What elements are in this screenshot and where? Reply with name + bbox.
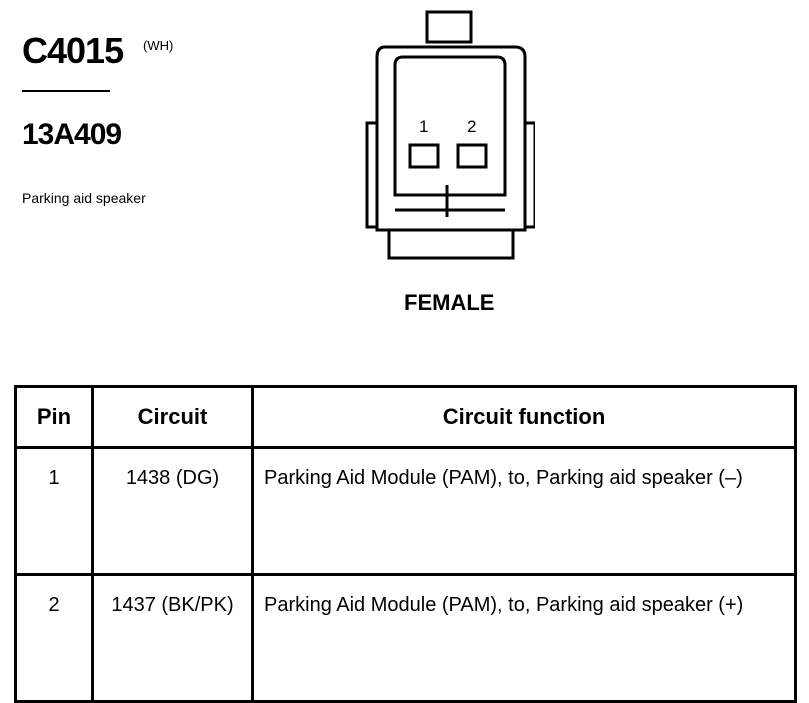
connector-gender-label: FEMALE	[404, 290, 495, 315]
title-divider	[22, 90, 110, 92]
connector-housing	[375, 45, 527, 232]
pin-cavity-1	[408, 143, 440, 169]
table-row: 1 1438 (DG) Parking Aid Module (PAM), to…	[14, 446, 797, 576]
bottom-skirt	[387, 228, 515, 260]
circuit-cell: 1438 (DG)	[91, 446, 254, 576]
pin-label-1: 1	[419, 117, 428, 136]
pin-cell: 1	[14, 446, 94, 576]
connector-id: C4015	[22, 30, 124, 71]
connector-face-diagram: 1 2	[365, 10, 535, 260]
circuit-cell: 1437 (BK/PK)	[91, 573, 254, 703]
circuit-function-cell: Parking Aid Module (PAM), to, Parking ai…	[251, 446, 797, 576]
pin-cell: 2	[14, 573, 94, 703]
pinout-table: Pin Circuit Circuit function 1 1438 (DG)…	[14, 385, 797, 703]
table-row: 2 1437 (BK/PK) Parking Aid Module (PAM),…	[14, 573, 797, 703]
connector-description: Parking aid speaker	[22, 190, 146, 206]
header-pin: Pin	[14, 385, 94, 449]
right-side-rib	[525, 121, 535, 229]
left-side-rib	[365, 121, 377, 229]
part-number: 13A409	[22, 118, 122, 151]
table-header-row: Pin Circuit Circuit function	[14, 385, 797, 449]
header-circuit-function: Circuit function	[251, 385, 797, 449]
connector-recess	[393, 55, 507, 197]
circuit-function-cell: Parking Aid Module (PAM), to, Parking ai…	[251, 573, 797, 703]
pin-cavity-2	[456, 143, 488, 169]
pin-label-2: 2	[467, 117, 476, 136]
wire-color-code: (WH)	[143, 38, 174, 53]
header-circuit: Circuit	[91, 385, 254, 449]
latch-tab	[425, 10, 473, 44]
